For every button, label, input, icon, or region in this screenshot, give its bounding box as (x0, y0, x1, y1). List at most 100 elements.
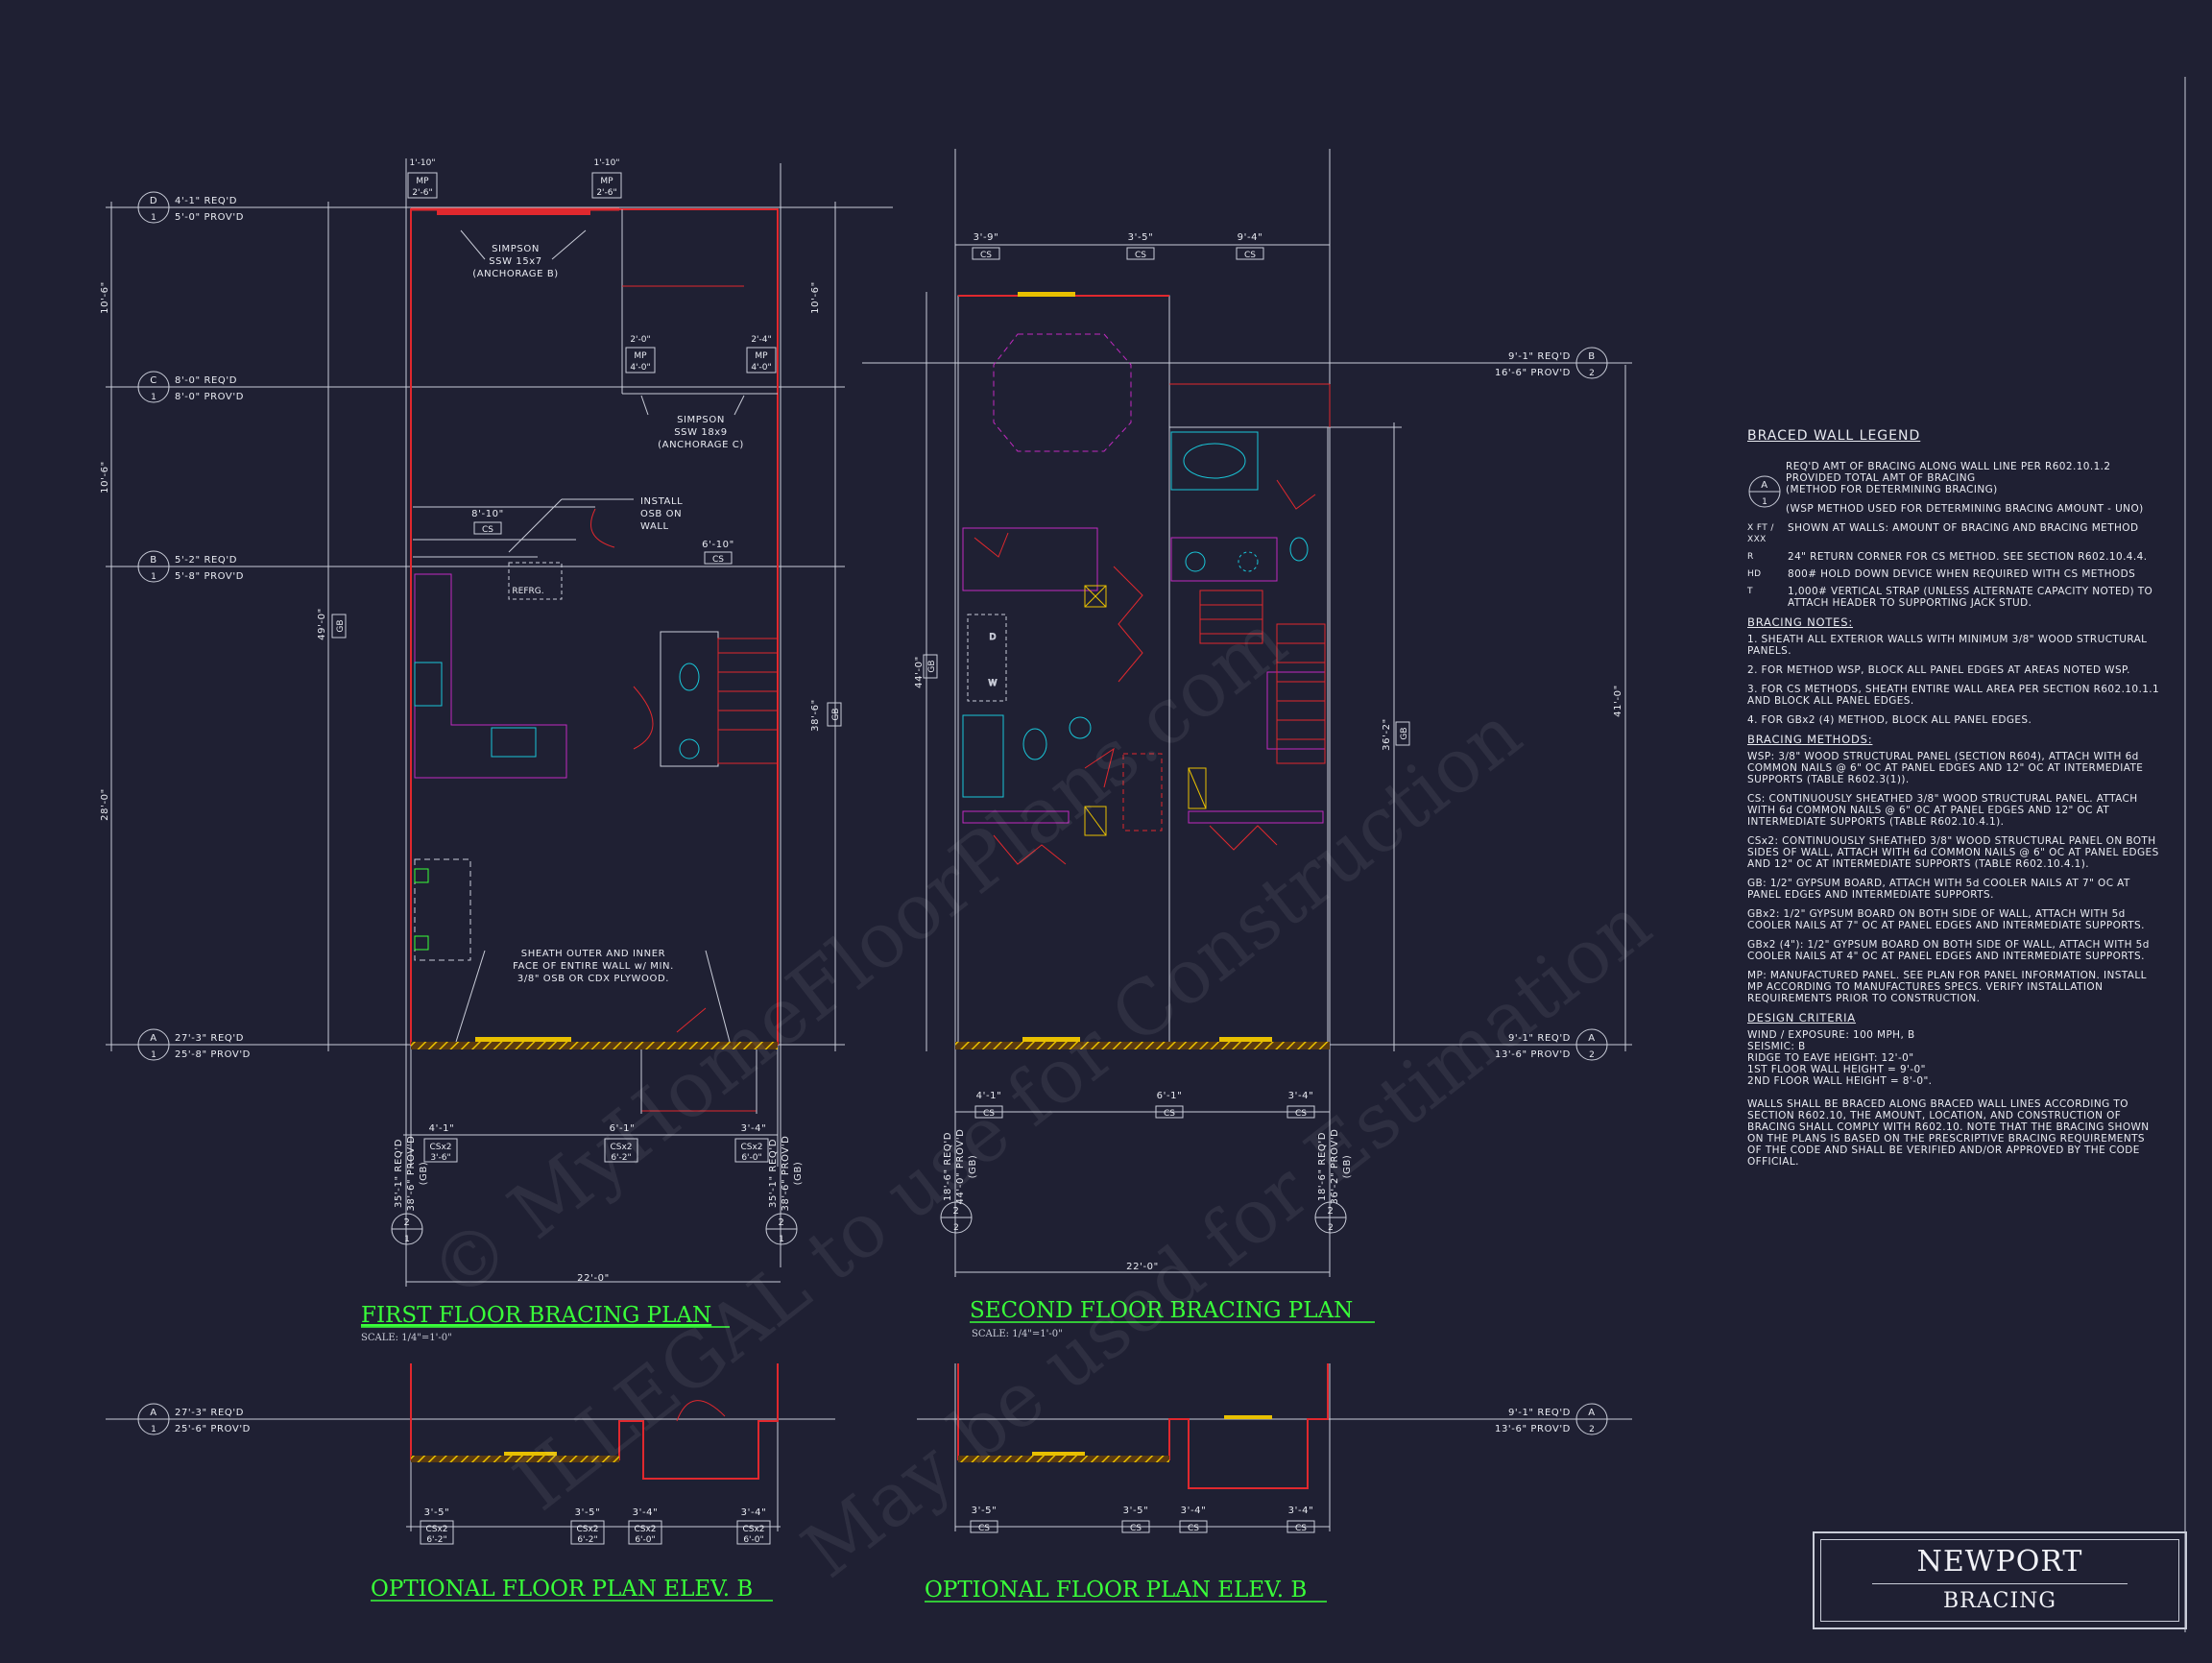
side-left-gb: (GB) (419, 1162, 429, 1186)
cs-tag-box (1126, 247, 1155, 260)
grid-req: 5'-2" REQ'D (175, 555, 237, 566)
opt-left-bracing-hatch (411, 1456, 619, 1462)
opt-dim: 3'-5" (972, 1506, 998, 1516)
grid-mark: D (150, 196, 157, 206)
bottom-dim: 6'-1" (610, 1123, 636, 1134)
svg-text:13'-6" PROV'D: 13'-6" PROV'D (1495, 1424, 1571, 1434)
bubble-top: 2 (779, 1217, 785, 1228)
bottom-dim: 3'-4" (741, 1123, 767, 1134)
svg-text:9'-1" REQ'D: 9'-1" REQ'D (1508, 351, 1571, 362)
dim-right-1: 10'-6" (810, 281, 821, 314)
side-right-req: 18'-6" REQ'D (1317, 1132, 1328, 1201)
dim-6-10: 6'-10" (702, 540, 734, 550)
dim-right-2: 38'-6" (810, 699, 821, 732)
bracing-method: CSx2: CONTINUOUSLY SHEATHED 3/8" WOOD ST… (1747, 835, 2159, 870)
first-floor-plan (106, 158, 893, 1287)
csx2-tag-box (570, 1520, 605, 1545)
gb-tag-right: GB (831, 708, 841, 720)
second-floor-title: SECOND FLOOR BRACING PLAN (970, 1298, 1353, 1323)
design-criteria-title: DESIGN CRITERIA (1747, 1011, 1856, 1024)
opt-dim: 3'-4" (633, 1507, 659, 1518)
cs-tag: CS (978, 1524, 990, 1533)
gb-tag-box (923, 654, 938, 679)
opt-dim: 3'-5" (575, 1507, 601, 1518)
svg-text:9'-1" REQ'D: 9'-1" REQ'D (1508, 1408, 1571, 1418)
opt-left-window (504, 1452, 557, 1456)
csx2-tag-box (604, 1138, 638, 1163)
dim-left-2: 10'-6" (100, 461, 110, 494)
svg-text:SSW 15x7: SSW 15x7 (489, 256, 542, 267)
svg-text:FACE OF ENTIRE WALL w/ MIN.: FACE OF ENTIRE WALL w/ MIN. (513, 961, 674, 972)
small-dim: 2'-4" (751, 335, 771, 345)
csx2-tag-box (420, 1520, 454, 1545)
cs-tag-box (473, 521, 502, 535)
opt-left-grid-a: A 1 27'-3" REQ'D 25'-6" PROV'D (137, 1403, 250, 1435)
opt-dim: 3'-5" (424, 1507, 450, 1518)
cs-tag-box (1121, 1520, 1150, 1533)
csx2-tag: CSx2 (634, 1525, 656, 1534)
mp-tag-box (625, 347, 656, 374)
cs-tag-box (974, 1105, 1003, 1119)
grid-prov: 8'-0" PROV'D (175, 392, 244, 402)
first-floor-mp-panel (437, 209, 590, 215)
svg-text:16'-6" PROV'D: 16'-6" PROV'D (1495, 368, 1571, 378)
dim-right-2: 41'-0" (1613, 685, 1623, 717)
bubble-bottom: 1 (779, 1235, 784, 1244)
bubble-bottom: 2 (953, 1223, 959, 1233)
side-left-req: 35'-1" REQ'D (394, 1139, 404, 1208)
csx2-tag: CSx2 (610, 1143, 632, 1152)
opt-dim: 3'-4" (1288, 1506, 1314, 1516)
mp-dim: 1'-10" (593, 158, 619, 168)
opt-right-window (1224, 1415, 1272, 1419)
cs-tag-box (1236, 247, 1264, 260)
second-floor-grid-a: A 2 9'-1" REQ'D 13'-6" PROV'D (1495, 1028, 1608, 1061)
cs-tag: CS (482, 525, 493, 535)
svg-text:INSTALL: INSTALL (640, 496, 683, 507)
side-left-gb: (GB) (968, 1155, 978, 1179)
legend-wsp-note: (WSP METHOD USED FOR DETERMINING BRACING… (1786, 503, 2144, 515)
csx2-dim: 6'-0" (741, 1153, 761, 1163)
criteria-item: 2ND FLOOR WALL HEIGHT = 8'-0". (1747, 1075, 1933, 1087)
opt-dim: 3'-5" (1123, 1506, 1149, 1516)
cs-tag: CS (1135, 251, 1146, 260)
bracing-method: WSP: 3/8" WOOD STRUCTURAL PANEL (SECTION… (1747, 751, 2144, 785)
first-floor-grid-a: A 1 27'-3" REQ'D 25'-8" PROV'D (137, 1028, 250, 1061)
svg-text:2: 2 (1589, 1425, 1595, 1434)
gb-tag: GB (927, 660, 937, 672)
opt-right-grid-a: A 2 9'-1" REQ'D 13'-6" PROV'D (1495, 1403, 1608, 1435)
mp-dim: 1'-10" (409, 158, 435, 168)
note-simpson-c: SIMPSON SSW 18x9 (ANCHORAGE C) (640, 395, 745, 450)
mp-tag-dim: 4'-0" (630, 363, 650, 373)
bottom-dim: 4'-1" (976, 1091, 1002, 1101)
first-floor-bracing-hatch (411, 1042, 778, 1049)
side-left-prov: 44'-0" PROV'D (955, 1129, 966, 1205)
gb-tag-box (1395, 721, 1410, 746)
legend-bubble-text: REQ'D AMT OF BRACING ALONG WALL LINE PER… (1786, 461, 2111, 495)
csx2-dim: 3'-6" (430, 1153, 450, 1163)
grid-prov: 5'-8" PROV'D (175, 571, 244, 582)
svg-text:3/8" OSB OR CDX PLYWOOD.: 3/8" OSB OR CDX PLYWOOD. (517, 974, 669, 984)
svg-text:27'-3" REQ'D: 27'-3" REQ'D (175, 1408, 244, 1418)
final-note: WALLS SHALL BE BRACED ALONG BRACED WALL … (1747, 1098, 2150, 1168)
bracing-note: 1. SHEATH ALL EXTERIOR WALLS WITH MINIMU… (1747, 634, 2148, 657)
bottom-dim: 3'-4" (1288, 1091, 1314, 1101)
csx2-tag: CSx2 (742, 1525, 764, 1534)
cs-tag-box (1286, 1105, 1315, 1119)
bubble-top: 2 (404, 1217, 411, 1228)
svg-text:2: 2 (1589, 1050, 1595, 1060)
dim-inner: 49'-0" (317, 608, 327, 640)
grid-num: 1 (151, 1050, 156, 1060)
svg-text:SSW 18x9: SSW 18x9 (674, 427, 728, 438)
csx2-dim: 6'-0" (635, 1535, 655, 1545)
criteria-item: WIND / EXPOSURE: 100 MPH, B (1747, 1029, 1915, 1041)
csx2-tag-box (423, 1138, 458, 1163)
bottom-dim: 6'-1" (1157, 1091, 1183, 1101)
side-right-gb: (GB) (1342, 1155, 1353, 1179)
csx2-dim: 6'-0" (743, 1535, 763, 1545)
gb-tag-box (331, 614, 347, 639)
first-floor-scale: SCALE: 1/4"=1'-0" (361, 1333, 452, 1343)
bubble-top: 2 (953, 1206, 960, 1217)
cs-tag: CS (712, 555, 724, 565)
gb-tag: GB (1400, 727, 1409, 739)
